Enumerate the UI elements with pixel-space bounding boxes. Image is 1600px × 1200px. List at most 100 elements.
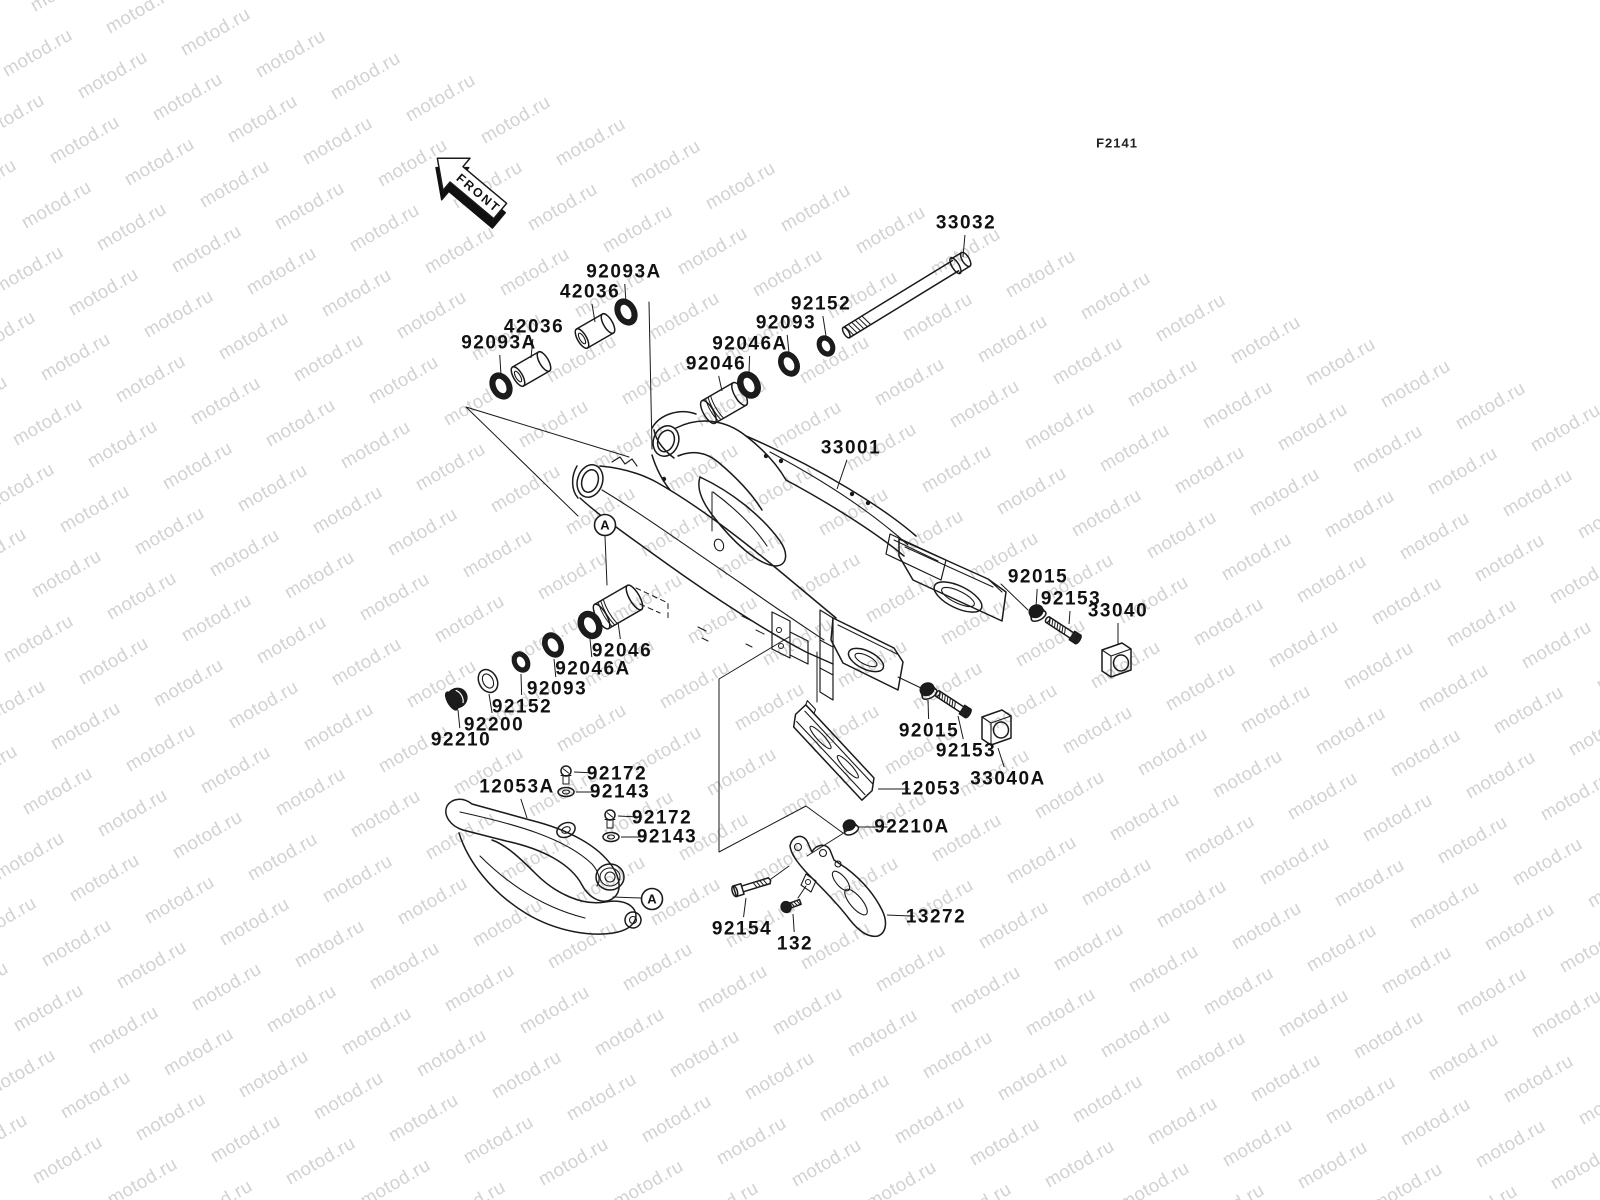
watermark-text: motod.ru xyxy=(749,244,826,301)
watermark-text: motod.ru xyxy=(460,1111,537,1168)
watermark-text: motod.ru xyxy=(262,394,339,451)
watermark-text: motod.ru xyxy=(1274,398,1351,455)
watermark-text: motod.ru xyxy=(0,957,12,1014)
watermark-text: motod.ru xyxy=(282,1132,359,1189)
watermark-text: motod.ru xyxy=(946,375,1023,432)
watermark-text: motod.ru xyxy=(994,1048,1071,1105)
watermark-text: motod.ru xyxy=(1396,507,1473,564)
watermark-text: motod.ru xyxy=(947,961,1024,1018)
watermark-text: motod.ru xyxy=(281,546,358,603)
watermark-text: motod.ru xyxy=(47,697,124,754)
watermark-text: motod.ru xyxy=(1584,855,1600,912)
watermark-text: motod.ru xyxy=(141,871,218,928)
leader-line xyxy=(927,699,930,720)
watermark-text: motod.ru xyxy=(816,1069,893,1126)
guide-bolt-132 xyxy=(780,898,802,914)
watermark-text: motod.ru xyxy=(1321,485,1398,542)
watermark-text: motod.ru xyxy=(1368,572,1445,629)
watermark-text: motod.ru xyxy=(619,938,696,995)
part-label: 92210A xyxy=(874,816,950,838)
watermark-text: motod.ru xyxy=(431,590,508,647)
part-label: 92015 xyxy=(1007,566,1069,588)
watermark-text: motod.ru xyxy=(1565,703,1600,760)
chain-slipper-12053a xyxy=(445,798,642,935)
watermark-text: motod.ru xyxy=(0,458,58,515)
watermark-text: motod.ru xyxy=(515,395,592,452)
watermark-text: motod.ru xyxy=(224,90,301,147)
watermark-text: motod.ru xyxy=(993,462,1070,519)
watermark-text: motod.ru xyxy=(638,1090,715,1147)
watermark-text: motod.ru xyxy=(788,1134,865,1191)
watermark-text: motod.ru xyxy=(919,1026,996,1083)
watermark-text: motod.ru xyxy=(188,958,265,1015)
watermark-text: motod.ru xyxy=(731,678,808,735)
watermark-text: motod.ru xyxy=(1452,377,1529,434)
part-label: 92153 xyxy=(935,740,997,762)
lower-bush-seal-set xyxy=(444,584,644,711)
watermark-text: motod.ru xyxy=(1425,1028,1502,1085)
watermark-text: motod.ru xyxy=(1499,464,1576,521)
watermark-text: motod.ru xyxy=(0,24,76,81)
watermark-text: motod.ru xyxy=(337,416,414,473)
detail-marker: A xyxy=(593,513,617,537)
watermark-text: motod.ru xyxy=(421,221,498,278)
watermark-text: motod.ru xyxy=(19,762,96,819)
leader-lines xyxy=(457,234,1119,933)
watermark-text: motod.ru xyxy=(1518,616,1595,673)
watermark-text: motod.ru xyxy=(412,438,489,495)
watermark-text: motod.ru xyxy=(356,568,433,625)
watermark-text: motod.ru xyxy=(1209,745,1286,802)
watermark-text: motod.ru xyxy=(1294,1136,1371,1193)
watermark-text: motod.ru xyxy=(1162,658,1239,715)
watermark-text: motod.ru xyxy=(0,2,1,59)
watermark-text: motod.ru xyxy=(535,1133,612,1190)
part-label: 132 xyxy=(776,933,814,955)
watermark-text: motod.ru xyxy=(685,1177,762,1200)
leader-line xyxy=(743,897,747,918)
leader-line xyxy=(792,913,795,933)
part-label: 92200 xyxy=(463,714,525,736)
watermark-text: motod.ru xyxy=(1293,550,1370,607)
watermark-text: motod.ru xyxy=(318,264,395,321)
watermark-text: motod.ru xyxy=(328,633,405,690)
watermark-text: motod.ru xyxy=(93,198,170,255)
watermark-text: motod.ru xyxy=(0,827,68,884)
watermark-text: motod.ru xyxy=(1227,311,1304,368)
watermark-text: motod.ru xyxy=(207,1110,284,1167)
part-label: 92172 xyxy=(631,807,693,829)
watermark-text: motod.ru xyxy=(591,1003,668,1060)
watermark-text: motod.ru xyxy=(272,763,349,820)
pivot-shaft-33032 xyxy=(841,251,972,339)
leader-line xyxy=(886,914,915,917)
leader-line xyxy=(1068,610,1071,625)
watermark-text: motod.ru xyxy=(0,1044,59,1101)
watermark-text: motod.ru xyxy=(18,176,95,233)
watermark-text: motod.ru xyxy=(1415,659,1492,716)
watermark-text: motod.ru xyxy=(9,393,86,450)
watermark-text: motod.ru xyxy=(1424,442,1501,499)
watermark-text: motod.ru xyxy=(432,1176,509,1200)
watermark-text: motod.ru xyxy=(572,851,649,908)
watermark-text: motod.ru xyxy=(291,915,368,972)
watermark-text: motod.ru xyxy=(1349,420,1426,477)
watermark-text: motod.ru xyxy=(1369,1158,1446,1200)
watermark-text: motod.ru xyxy=(674,222,751,279)
watermark-text: motod.ru xyxy=(974,310,1051,367)
watermark-text: motod.ru xyxy=(104,1153,181,1200)
leader-line xyxy=(748,355,751,374)
watermark-text: motod.ru xyxy=(28,545,105,602)
watermark-text: motod.ru xyxy=(441,959,518,1016)
watermark-text: motod.ru xyxy=(75,632,152,689)
watermark-text: motod.ru xyxy=(806,700,883,757)
watermark-text: motod.ru xyxy=(862,570,939,627)
watermark-text: motod.ru xyxy=(1397,1093,1474,1150)
watermark-text: motod.ru xyxy=(1527,399,1600,456)
watermark-text: motod.ru xyxy=(1237,680,1314,737)
watermark-text: motod.ru xyxy=(1500,1050,1577,1107)
watermark-text: motod.ru xyxy=(891,1091,968,1148)
watermark-text: motod.ru xyxy=(1181,810,1258,867)
watermark-text: motod.ru xyxy=(1575,1072,1600,1129)
watermark-text: motod.ru xyxy=(0,371,11,428)
watermark-text: motod.ru xyxy=(863,1156,940,1200)
